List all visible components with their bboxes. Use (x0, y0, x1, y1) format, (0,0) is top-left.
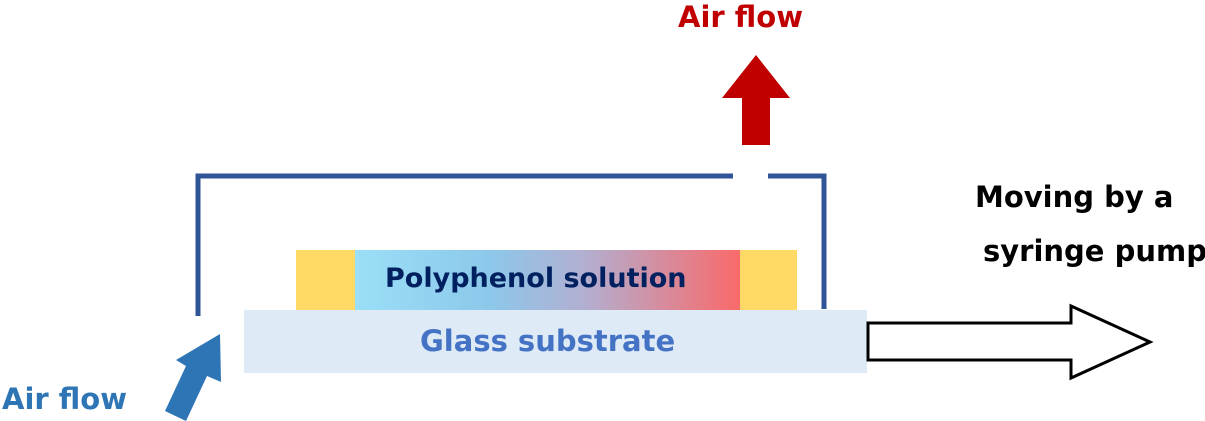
air-out-arrow-icon (722, 55, 790, 145)
moving-label-line2: syringe pump (983, 234, 1205, 268)
glass-substrate (244, 310, 867, 373)
chamber-left-wall (195, 173, 733, 316)
air-flow-in-label: Air flow (2, 382, 127, 416)
air-flow-out-label: Air flow (678, 0, 803, 34)
polyphenol-solution (355, 250, 740, 310)
movement-arrow-icon (866, 303, 1154, 381)
left-spacer (296, 250, 355, 310)
air-in-arrow-icon (165, 334, 221, 421)
right-spacer (740, 250, 797, 310)
moving-label-line1: Moving by a (975, 180, 1174, 214)
substrate-label: Glass substrate (420, 324, 676, 358)
solution-label: Polyphenol solution (385, 263, 687, 294)
chamber-right-wall (768, 173, 827, 309)
